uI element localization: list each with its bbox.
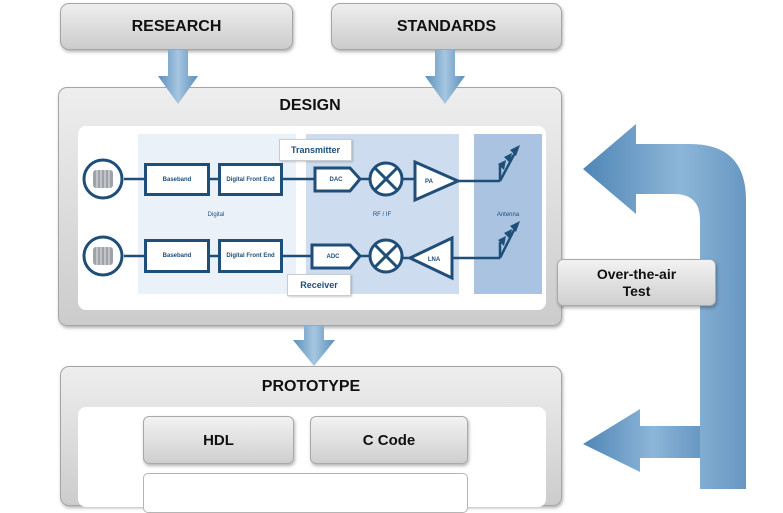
lna-label: LNA	[427, 257, 441, 263]
transmitter-label: Transmitter	[279, 139, 352, 161]
antenna-zone-label: Antenna	[496, 212, 520, 218]
rx-sink-icon	[82, 235, 124, 277]
dac-label: DAC	[329, 177, 343, 183]
pa-shape	[413, 159, 462, 203]
pa-label: PA	[425, 179, 433, 185]
dac-shape	[313, 166, 362, 193]
standards-box: STANDARDS	[331, 3, 562, 50]
over-the-air-test-box: Over-the-air Test	[557, 259, 716, 306]
lna-shape	[406, 235, 454, 281]
rf-zone-label: RF / IF	[372, 212, 392, 218]
design-to-prototype-arrow	[293, 326, 335, 366]
tx-antenna-icon	[498, 148, 519, 182]
hdl-box: HDL	[143, 416, 294, 464]
tx-source-icon	[82, 158, 124, 200]
research-to-design-arrow	[158, 50, 198, 104]
receiver-label: Receiver	[287, 274, 351, 296]
diagram-graphics	[82, 50, 746, 489]
adc-shape	[310, 243, 362, 270]
rx-baseband-block: Baseband	[144, 239, 210, 273]
standards-to-design-arrow	[425, 50, 465, 104]
standards-title: STANDARDS	[396, 18, 497, 35]
research-title: RESEARCH	[131, 18, 222, 35]
digital-zone-label: Digital	[207, 212, 225, 218]
tx-dfe-block: Digital Front End	[218, 163, 283, 196]
tx-mixer-icon	[368, 161, 404, 197]
rx-dfe-block: Digital Front End	[218, 239, 283, 273]
tx-baseband-block: Baseband	[144, 163, 210, 196]
over-the-air-loop-arrow	[583, 124, 746, 489]
adc-label: ADC	[326, 254, 340, 260]
design-title: DESIGN	[279, 97, 341, 114]
prototype-title: PROTOTYPE	[261, 378, 361, 395]
rx-mixer-icon	[368, 238, 404, 274]
feedback-arrow-prototype	[583, 409, 700, 472]
research-box: RESEARCH	[60, 3, 293, 50]
c-code-box: C Code	[310, 416, 468, 464]
